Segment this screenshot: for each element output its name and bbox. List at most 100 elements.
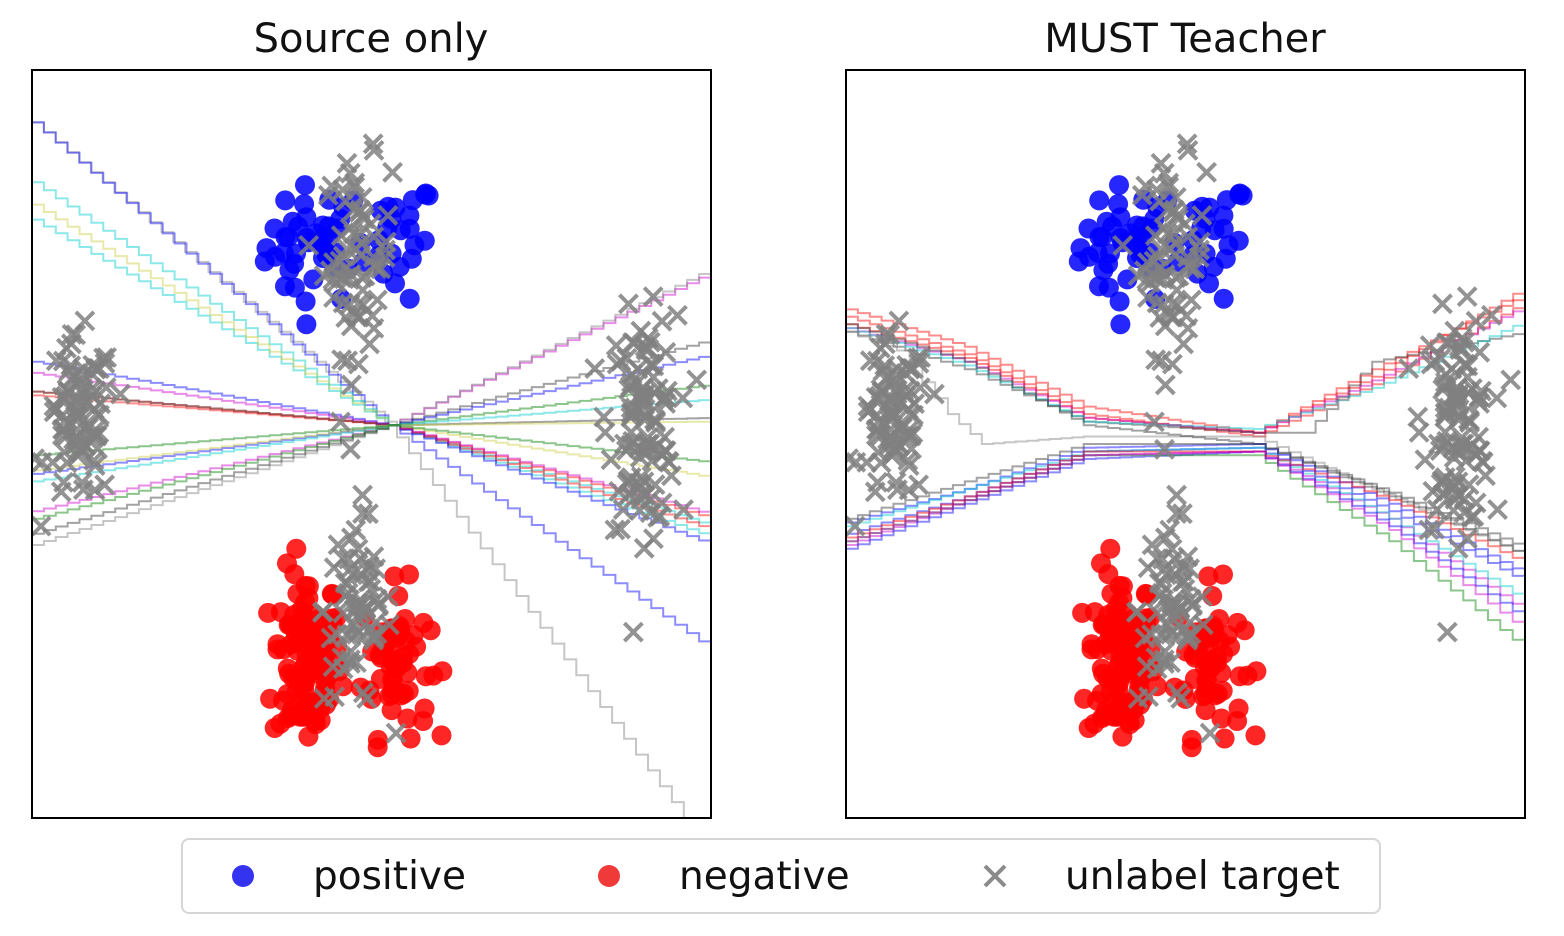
unlabeled-target-point — [1458, 474, 1480, 496]
unlabeled-target-point — [593, 406, 615, 428]
unlabeled-target-point — [1177, 139, 1199, 161]
unlabeled-target-point — [331, 647, 353, 669]
unlabeled-target-point — [1144, 411, 1165, 433]
unlabeled-target-point — [344, 302, 366, 324]
negative-point — [1227, 711, 1248, 731]
scatter-points — [32, 133, 708, 758]
positive-point — [264, 218, 285, 239]
decision-boundary-line — [32, 354, 711, 475]
legend: positive negative unlabel target — [181, 838, 1381, 914]
unlabeled-target-point — [334, 585, 356, 607]
unlabeled-target-point — [1184, 258, 1206, 280]
positive-point — [1199, 273, 1219, 294]
unlabeled-target-point — [630, 320, 652, 342]
unlabeled-target-point — [1199, 722, 1221, 744]
positive-point — [1109, 175, 1129, 196]
unlabeled-target-point — [672, 387, 694, 409]
positive-point — [1070, 238, 1091, 259]
legend-item-positive: positive — [223, 840, 466, 912]
negative-point — [258, 602, 279, 623]
negative-point — [295, 611, 316, 632]
unlabeled-target-point — [366, 289, 388, 311]
negative-point — [397, 708, 418, 729]
positive-point — [295, 175, 315, 196]
unlabeled-target-point — [657, 450, 679, 472]
unlabeled-target-point — [1398, 358, 1420, 379]
unlabeled-target-point — [1461, 506, 1483, 528]
legend-item-unlabel-target: unlabel target — [975, 840, 1340, 912]
unlabeled-target-point — [1177, 627, 1199, 649]
negative-point — [1214, 728, 1235, 749]
unlabeled-target-point — [1141, 624, 1163, 645]
unlabeled-target-point — [382, 161, 404, 183]
plot-frame — [31, 69, 712, 819]
negative-point — [1184, 647, 1205, 668]
decision-boundary-line — [846, 323, 1525, 557]
unlabeled-target-point — [1154, 374, 1176, 396]
negative-point — [1072, 602, 1093, 623]
unlabeled-target-point — [320, 260, 341, 282]
decision-boundary-line — [846, 446, 1525, 602]
positive-point — [303, 269, 324, 290]
unlabeled-target-point — [584, 358, 606, 379]
unlabeled-target-point — [1158, 172, 1180, 194]
unlabeled-target-point — [298, 234, 320, 256]
positive-point — [295, 291, 316, 312]
unlabeled-target-point — [856, 451, 878, 473]
panel-must-teacher: MUST Teacher — [845, 16, 1526, 819]
unlabeled-target-point — [1176, 133, 1198, 155]
negative-point — [370, 647, 391, 668]
unlabeled-target-point — [1196, 161, 1218, 183]
negative-point — [1112, 726, 1133, 747]
unlabeled-target-point — [1471, 450, 1493, 472]
unlabeled-target-point — [350, 245, 372, 267]
unlabeled-target-point — [1166, 484, 1187, 506]
unlabeled-target-point — [1180, 289, 1202, 311]
unlabeled-target-point — [1150, 152, 1172, 174]
negative-point — [1198, 566, 1219, 587]
positive-point — [1096, 211, 1117, 232]
unlabeled-target-point — [340, 438, 361, 460]
decision-boundaries — [32, 121, 711, 818]
panel-source-only: Source only — [31, 16, 712, 819]
unlabeled-target-point — [89, 404, 110, 426]
unlabeled-target-point — [1436, 621, 1458, 643]
negative-point — [413, 711, 434, 731]
panel-title-must-teacher: MUST Teacher — [1044, 16, 1326, 62]
unlabeled-target-point — [356, 688, 378, 709]
positive-point — [275, 190, 296, 211]
positive-point — [1216, 190, 1237, 211]
unlabeled-target-point — [339, 558, 361, 580]
unlabeled-target-point — [50, 481, 72, 503]
unlabeled-target-point — [1444, 401, 1466, 422]
unlabeled-target-point — [42, 451, 64, 473]
unlabeled-target-point — [1131, 184, 1153, 206]
unlabeled-target-point — [1153, 558, 1175, 580]
unlabeled-target-point — [358, 503, 379, 525]
positive-point — [399, 288, 420, 309]
scatter-points — [846, 133, 1522, 758]
unlabeled-target-point — [375, 239, 396, 261]
unlabeled-target-point — [616, 473, 638, 495]
decision-boundary-line — [846, 305, 1525, 434]
unlabeled-target-point — [686, 369, 708, 391]
unlabeled-target-point — [46, 398, 68, 420]
unlabeled-target-point — [885, 471, 907, 493]
unlabeled-target-point — [340, 527, 362, 549]
unlabeled-target-point — [1443, 447, 1465, 468]
legend-item-negative: negative — [589, 840, 850, 912]
unlabeled-target-point — [1444, 466, 1466, 488]
unlabeled-target-point — [1458, 382, 1480, 404]
unlabeled-target-point — [317, 184, 339, 206]
negative-point — [393, 683, 414, 704]
unlabeled-target-point — [351, 187, 373, 208]
unlabeled-target-point — [1424, 518, 1445, 540]
negative-point — [286, 538, 307, 559]
positive-point — [385, 273, 405, 294]
unlabeled-target-point — [1179, 558, 1201, 580]
unlabeled-target-point — [647, 506, 669, 528]
unlabeled-target-point — [1430, 473, 1452, 495]
negative-point — [298, 693, 319, 714]
unlabeled-target-point — [1443, 500, 1465, 521]
unlabeled-target-point — [630, 401, 652, 422]
